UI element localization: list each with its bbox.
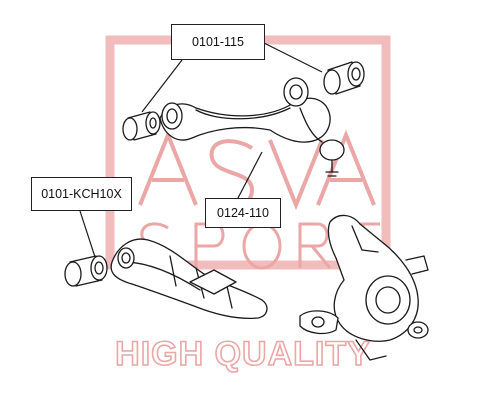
leader-0101-115-left [141,59,183,113]
callout-0101-KCH10X: 0101-KCH10X [31,177,132,211]
leader-0101-KCH10X [79,210,96,258]
lower-control-arm [110,238,268,320]
leader-0124-110 [237,151,263,199]
leader-0101-115-right [261,41,323,73]
bushing-upper-front [122,111,161,141]
leader-lines [79,41,323,258]
watermark-tagline: HIGH QUALITY [115,335,371,373]
upper-control-arm [159,77,345,177]
bushing-upper-rear [323,61,365,95]
callout-0101-115: 0101-115 [171,24,265,60]
steering-knuckle [299,214,429,361]
callout-0124-110: 0124-110 [205,198,281,228]
bushing-lower [64,255,108,287]
